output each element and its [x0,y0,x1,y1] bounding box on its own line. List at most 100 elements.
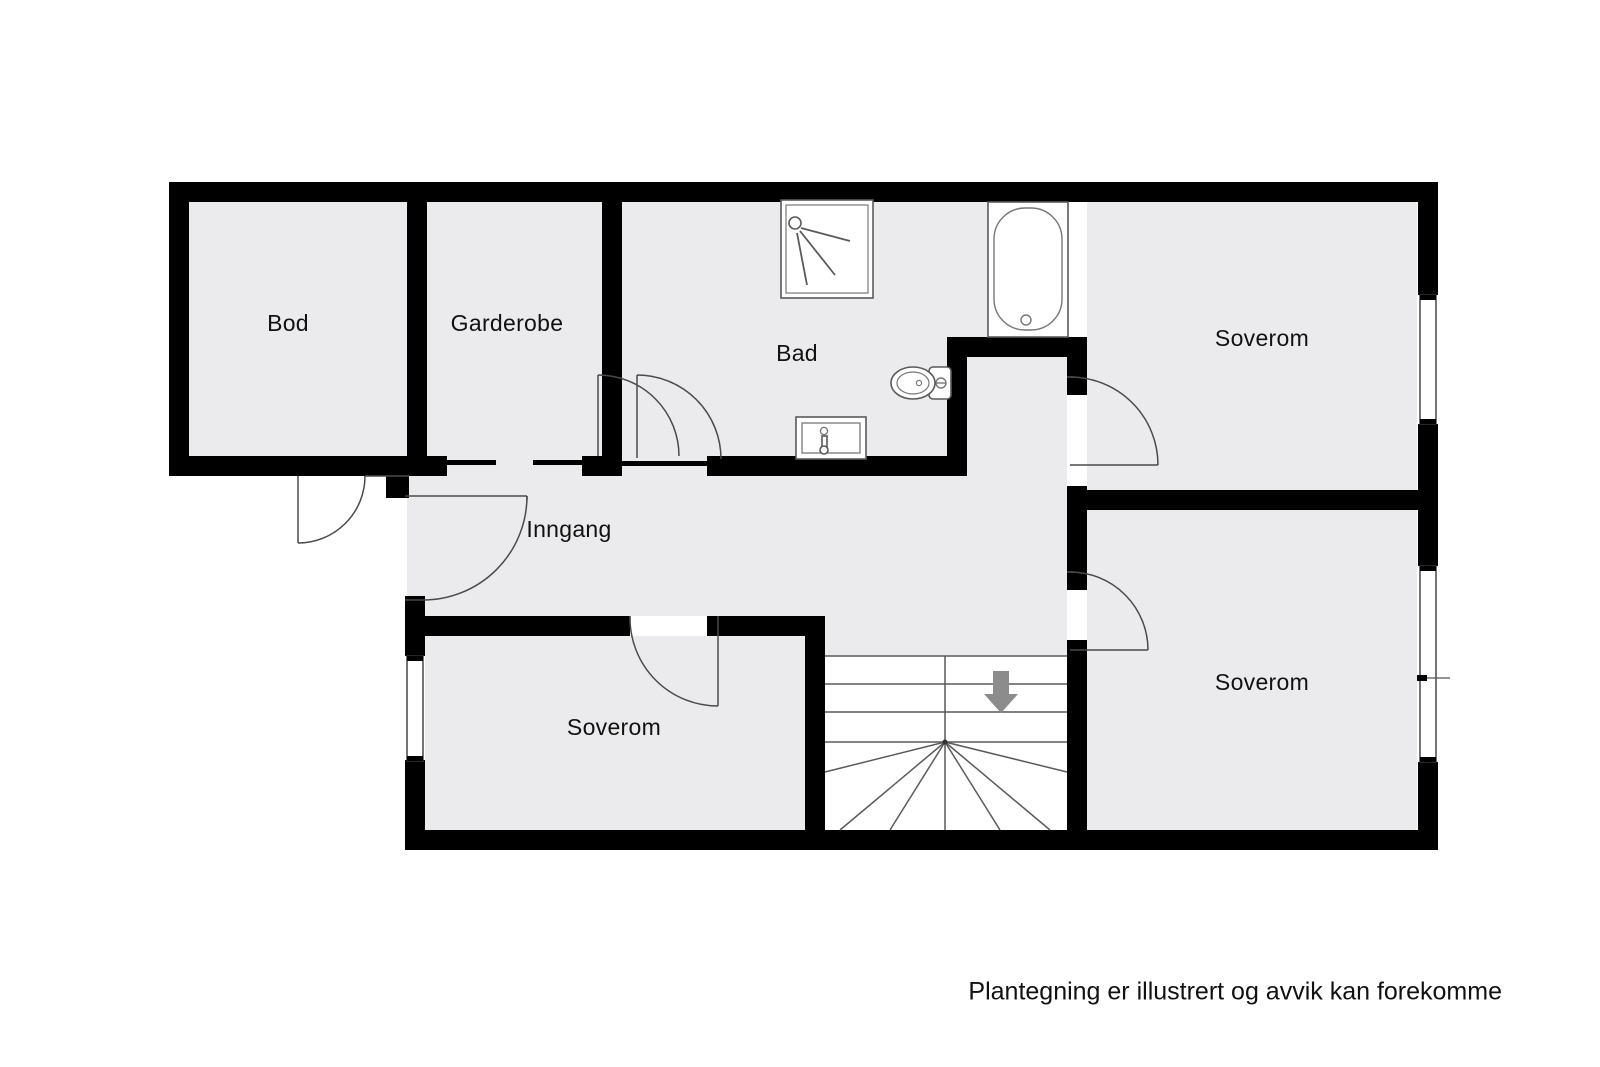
wall-garderobe-bad [602,182,622,476]
stair-winder-r3 [944,741,1001,831]
outer-walls [169,182,1438,850]
shower-icon [780,199,874,299]
door-soverom-tr [1067,376,1159,466]
floor-garderobe [427,202,602,456]
door-bad-arc [636,374,722,460]
toilet-bowl-hole [915,379,923,387]
shower-tray-outer [780,199,874,299]
stair-winder-l2 [839,741,946,831]
door-garderobe-arc [597,374,680,457]
wall-corridor-right-b [1067,486,1087,590]
sink-drain [819,426,829,436]
wall-bod-bottom [169,456,409,476]
bathtub-icon [987,201,1069,338]
sink-icon [795,416,867,460]
door-front-arc [297,475,366,544]
door-soverom-bl [629,616,719,707]
sink-faucet-head [819,445,829,455]
sink-vanity [795,416,867,460]
wall-right-a [1418,182,1438,295]
wall-bath-alcove-bottom [947,337,1087,357]
toilet-bowl-inner [896,371,930,395]
room-label-inngang: Inngang [526,516,611,542]
wall-corridor-right-c [1067,640,1087,830]
window-top-right [1419,294,1437,425]
floor-hall-right [967,357,1067,617]
door-front [297,475,409,544]
stair-winder-r2 [944,741,1051,831]
window-bottom-right-frame [1419,565,1437,763]
room-label-soverom-bottom-left: Soverom [567,714,661,740]
wall-threshold-stub-b [582,456,602,476]
floor-soverom-bl [425,636,825,830]
room-label-soverom-top-right: Soverom [1215,325,1309,351]
window-bottom-left-cap-a [407,656,423,661]
wall-right-c [1418,762,1438,850]
door-inngang [405,495,528,601]
room-label-soverom-bottom-right: Soverom [1215,669,1309,695]
door-sills [438,460,707,466]
stair-pivot [942,739,948,745]
wall-bad-right [947,337,967,476]
bathtub-outer [987,201,1069,338]
window-bottom-right-tick [1417,675,1427,681]
stair-winder-l3 [889,741,946,831]
floor-soverom-br [1087,510,1417,830]
bathtub-drain [1020,314,1032,326]
room-label-bad: Bad [776,340,818,366]
shower-spray-2 [799,230,836,276]
door-bad [636,374,722,460]
windows [406,294,1450,763]
toilet-icon [890,366,952,400]
interior-walls [405,182,1438,830]
room-label-bod: Bod [267,310,309,336]
door-soverom-br [1067,571,1149,651]
door-soverom-br-arc [1069,571,1149,651]
sink-basin [801,422,861,454]
window-top-right-cap-b [1420,419,1436,424]
wall-bod-garderobe [407,182,427,476]
floor-bod [189,202,407,456]
shower-head-circle [788,216,802,230]
wall-entry-post [386,456,409,498]
window-bottom-left [406,655,424,762]
window-bottom-left-cap-b [407,756,423,761]
window-bottom-right-cap-b [1420,757,1436,762]
floor-soverom-tr [1087,202,1417,490]
stair-winder-l1 [824,741,946,773]
wall-left-upper [169,182,189,476]
room-label-garderobe: Garderobe [451,310,564,336]
stair-arrow-shape [984,671,1018,713]
window-bottom-right [1417,565,1450,763]
stair-winder-r1 [944,741,1068,773]
bathroom-fixtures [780,199,1069,460]
plan-disclaimer-caption: Plantegning er illustrert og avvik kan f… [968,978,1502,1006]
shower-spray-3 [796,232,808,286]
floor-garderobe-threshold [427,456,602,476]
wall-bad-bottom [707,456,967,476]
door-inngang-arc [422,495,528,601]
wall-bottom [405,830,1438,850]
wall-threshold-stub-a [427,456,447,476]
wall-corridor-right-a [1067,357,1087,395]
window-bottom-left-frame [406,655,424,762]
door-soverom-tr-arc [1069,376,1159,466]
floor-inngang [407,476,1067,616]
doors [297,374,1159,707]
window-bottom-right-cap-a [1420,566,1436,571]
wall-soverom-bl-right [805,616,825,830]
stair-direction-arrow-icon [984,671,1018,713]
bathtub-basin [993,207,1063,331]
door-soverom-bl-arc [629,617,719,707]
sill-garderobe-right [533,460,591,465]
wall-left-lower-b [405,760,425,850]
shower-spray-1 [800,227,851,242]
window-top-right-frame [1419,294,1437,425]
wall-top [169,182,1438,202]
wall-right-bedrooms-divider [1067,490,1438,510]
room-labels: Bod Garderobe Bad Soverom Inngang Sovero… [267,310,1309,740]
staircase [824,655,1068,831]
wall-soverom-bl-top-b [707,616,825,636]
